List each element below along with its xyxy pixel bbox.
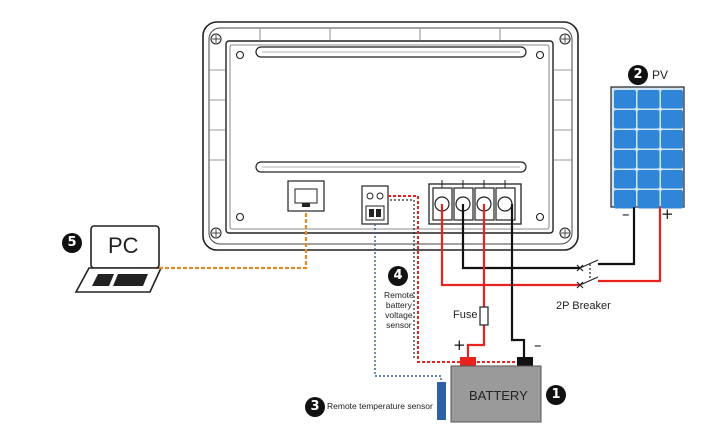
pv-panel (610, 86, 685, 209)
temperature-probe (437, 382, 446, 420)
pv-plus-sign: + (661, 205, 674, 223)
badge-4: 4 (388, 266, 408, 286)
voltage-sensor-line: sensor (386, 320, 412, 330)
pv-cell (637, 130, 660, 149)
pv-cell (614, 190, 636, 209)
pv-cell (637, 110, 660, 129)
pv-cell (637, 190, 660, 209)
pv-cell (614, 130, 636, 149)
pv-cell (614, 170, 636, 189)
fuse (479, 306, 489, 326)
voltage-sensor-line: battery (385, 300, 412, 310)
breaker-label: 2P Breaker (556, 300, 611, 312)
battery (450, 357, 542, 423)
temperature-sensor-label: Remote temperature sensor (327, 401, 433, 411)
voltage-sensor-line: voltage (385, 310, 413, 320)
laptop-pc (74, 225, 163, 293)
battery-label: BATTERY (469, 388, 528, 403)
voltage-sensor-label: Remote battery voltage sensor (384, 290, 414, 330)
rj45-port (287, 180, 325, 212)
badge-5: 5 (62, 233, 82, 253)
battery-minus-sign: – (534, 336, 542, 354)
pv-minus-sign: – (622, 205, 630, 223)
pv-cell (661, 190, 683, 209)
wiring (159, 195, 662, 382)
pv-cell (614, 90, 636, 109)
pv-cell (637, 90, 660, 109)
pv-cell (661, 90, 683, 109)
sensor-port (361, 185, 389, 225)
pv-cell (637, 170, 660, 189)
pv-cell (614, 110, 636, 129)
voltage-sensor-line: Remote (384, 290, 414, 300)
pv-cell (614, 150, 636, 169)
fuse-label: Fuse (453, 309, 478, 321)
battery-plus-sign: + (453, 336, 466, 354)
charge-controller (202, 21, 579, 251)
pv-cell (661, 150, 683, 169)
breaker-2p (576, 259, 599, 289)
pv-cell (661, 110, 683, 129)
pc-label: PC (108, 233, 139, 258)
pv-cell (661, 170, 683, 189)
badge-2: 2 (628, 65, 648, 85)
pv-cell (661, 130, 683, 149)
terminal-block (428, 180, 522, 225)
pv-label: PV (652, 68, 669, 82)
badge-1: 1 (546, 385, 566, 405)
badge-3: 3 (305, 397, 325, 417)
pv-cell (637, 150, 660, 169)
